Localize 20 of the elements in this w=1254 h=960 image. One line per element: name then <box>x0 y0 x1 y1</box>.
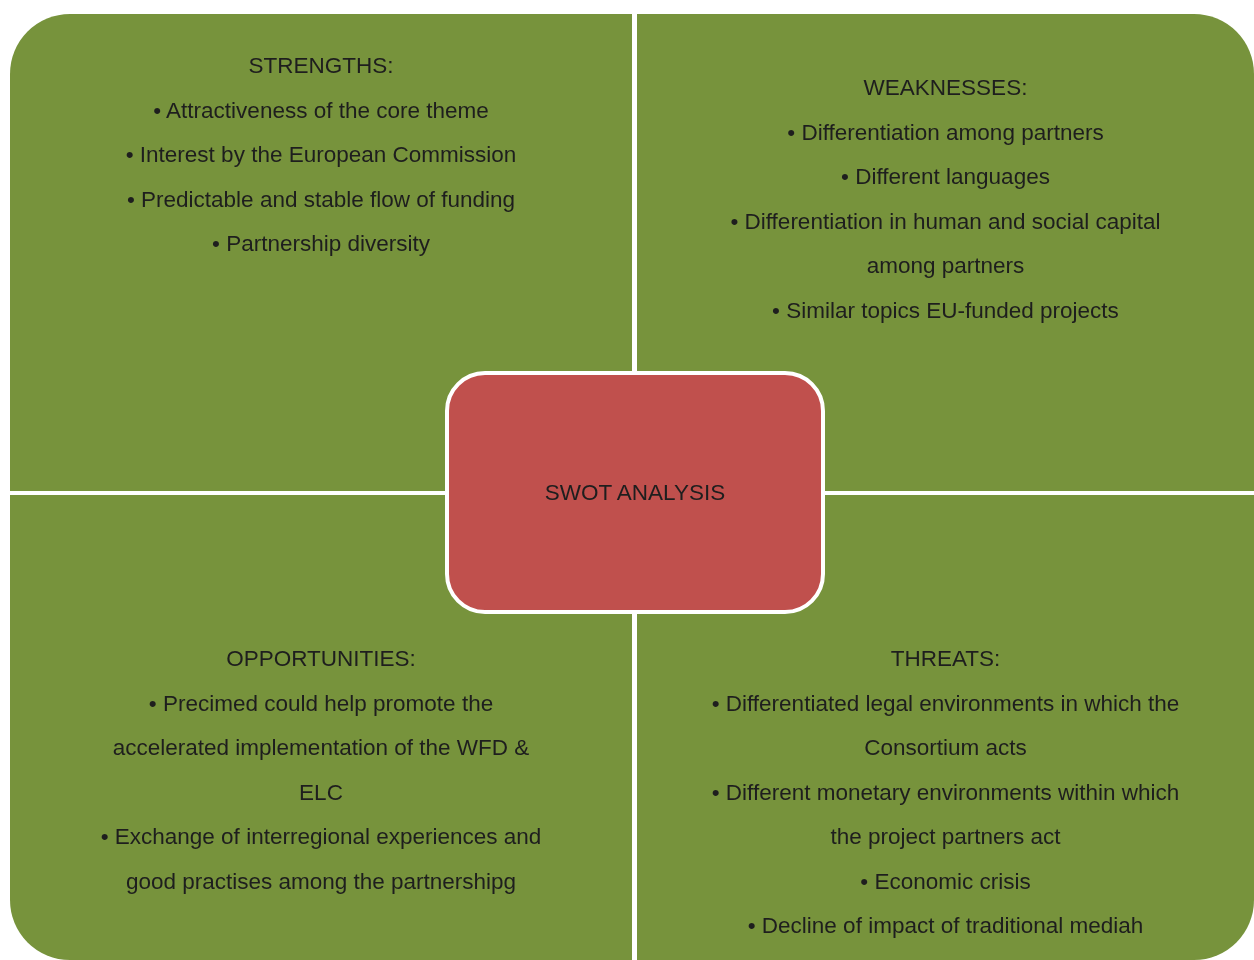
bullet-item: • Differentiation among partners <box>787 118 1104 147</box>
bullet-item: • Decline of impact of traditional mediah <box>747 912 1144 940</box>
center-title: SWOT ANALYSIS <box>544 479 726 506</box>
bullet-item: • Partnership diversity <box>212 230 430 258</box>
bullet-item: • Similar topics EU-funded projects <box>772 296 1119 325</box>
bullet-item: • Different monetary environments within which the project partners act <box>710 778 1181 851</box>
center-box <box>445 371 825 614</box>
quadrant-heading: WEAKNESSES: <box>863 74 1028 102</box>
quadrant-heading: OPPORTUNITIES: <box>226 645 416 673</box>
bullet-item: • Predictable and stable flow of funding <box>126 185 516 214</box>
bullet-item: • Interest by the European Commission <box>125 141 517 169</box>
bullet-item: • Attractiveness of the core theme <box>153 96 489 125</box>
bullet-item: • Exchange of interregional experiences and good practises among the partnershipg <box>99 823 543 896</box>
bullet-item: • Precimed could help promote the accelerated implementation of the WFD & ELC <box>111 689 531 807</box>
quadrant-heading: THREATS: <box>890 645 1001 673</box>
quadrant-heading: STRENGTHS: <box>248 52 394 80</box>
bullet-item: • Differentiated legal environments in which the Consortium acts <box>710 689 1181 762</box>
bullet-item: • Differentiation in human and social capital among partners <box>729 207 1162 280</box>
bullet-item: • Economic crisis <box>860 867 1031 896</box>
bullet-item: • Different languages <box>841 163 1050 191</box>
